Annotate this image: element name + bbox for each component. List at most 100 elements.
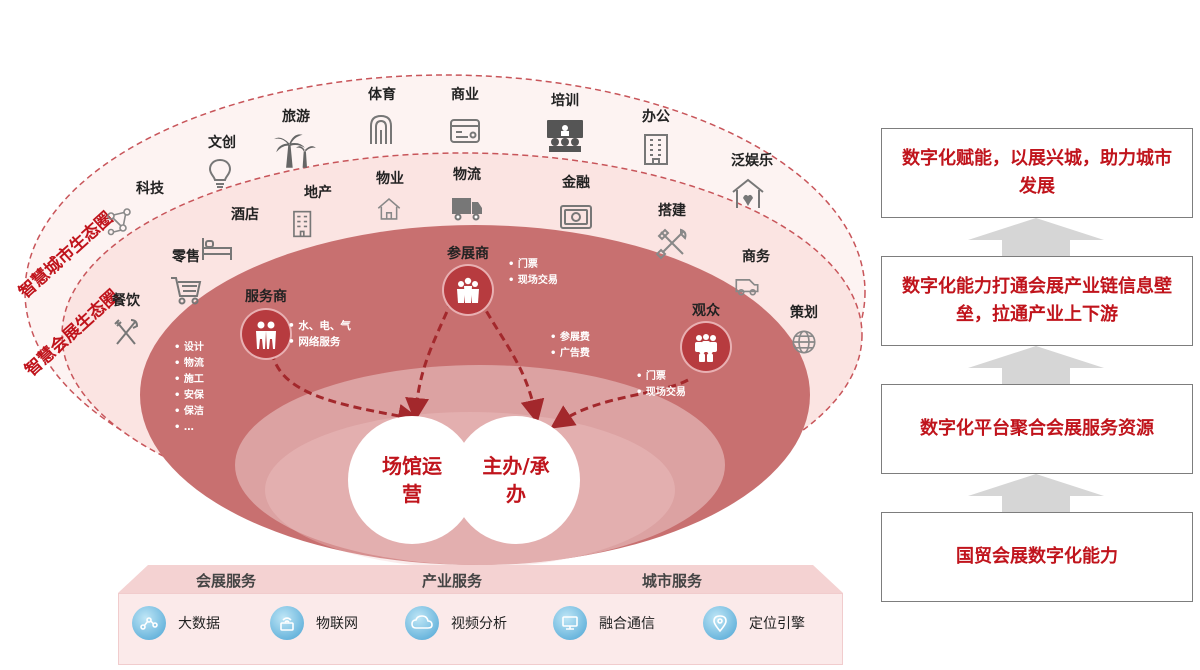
service-provider-item: 保洁	[174, 404, 204, 420]
expo-node-retail: 零售	[141, 248, 231, 306]
service-provider-item: 施工	[174, 372, 204, 388]
tech-label: 大数据	[178, 616, 220, 632]
role-exhibitor-circle	[444, 266, 492, 314]
expo-node-logistics: 物流	[422, 166, 512, 224]
value-box-text: 数字化能力打通会展产业链信息壁垒，拉通产业上下游	[902, 276, 1172, 325]
cart-icon	[171, 277, 202, 305]
molecule-icon	[107, 208, 131, 236]
service-provider-item: 安保	[174, 388, 204, 404]
tech-label: 视频分析	[451, 616, 507, 632]
expo-node-label: 零售	[172, 249, 200, 265]
core-organizer: 主办/承办	[452, 416, 580, 544]
fee-list: 参展费 广告费	[550, 330, 590, 362]
value-box-text: 数字化平台聚合会展服务资源	[920, 418, 1154, 439]
core-venue-label: 场馆运营	[382, 454, 442, 506]
expo-node-property: 物业	[345, 170, 435, 222]
city-node-entertainment: 泛娱乐	[707, 152, 797, 210]
role-service-provider: 服务商	[221, 286, 311, 358]
city-node-label: 科技	[136, 181, 164, 197]
service-item: 水、电、气	[288, 318, 351, 334]
city-node-label: 体育	[368, 87, 396, 103]
expo-node-label: 金融	[562, 175, 590, 191]
tech-iot: 物联网	[270, 605, 358, 641]
expo-node-label: 物流	[453, 167, 481, 183]
expo-node-finance: 金融	[531, 174, 621, 234]
city-node-label: 商业	[451, 87, 479, 103]
monitor-icon	[553, 606, 587, 640]
city-node-culture: 文创	[177, 134, 267, 190]
exhibitor-item: 门票	[508, 257, 558, 273]
expo-node-hotel: 酒店	[200, 206, 290, 264]
city-node-label: 泛娱乐	[731, 153, 773, 169]
expo-node-business: 商务	[711, 248, 801, 298]
expo-node-construction: 搭建	[627, 202, 717, 260]
role-label: 参展商	[447, 246, 489, 262]
expo-node-label: 物业	[376, 171, 404, 187]
value-box-text: 数字化赋能，以展兴城，助力城市发展	[902, 148, 1172, 197]
expo-node-label: 餐饮	[112, 293, 140, 309]
city-node-label: 培训	[551, 93, 579, 109]
tech-label: 物联网	[316, 616, 358, 632]
expo-node-label: 酒店	[231, 207, 259, 223]
building-icon	[293, 210, 312, 238]
ecosystem-rings	[24, 74, 866, 568]
fee-item: 参展费	[550, 330, 590, 346]
expo-node-catering: 餐饮	[81, 292, 171, 350]
bigdata-icon	[132, 606, 166, 640]
cutlery-icon	[114, 319, 139, 345]
tech-label: 融合通信	[599, 616, 655, 632]
value-box-industry-chain: 数字化能力打通会展产业链信息壁垒，拉通产业上下游	[881, 256, 1193, 346]
flow-exhibitor-to-venue	[405, 299, 454, 422]
up-arrow-2	[968, 346, 1104, 384]
lightbulb-icon	[208, 158, 232, 188]
city-node-travel: 旅游	[251, 108, 341, 168]
expo-node-planning: 策划	[759, 304, 849, 356]
expo-node-label: 商务	[742, 249, 770, 265]
crowd-icon	[695, 334, 717, 362]
office-building-icon	[644, 134, 668, 165]
fee-item: 广告费	[550, 346, 590, 362]
service-provider-item: …	[174, 420, 204, 436]
platform-service-city: 城市服务	[642, 572, 703, 590]
tech-video-analysis: 视频分析	[405, 605, 507, 641]
tech-fusion-comm: 融合通信	[553, 605, 655, 641]
city-node-sports: 体育	[337, 86, 427, 146]
people-icon	[256, 321, 276, 349]
value-box-platform: 数字化平台聚合会展服务资源	[881, 384, 1193, 474]
platform-top	[118, 565, 843, 593]
tools-icon	[655, 228, 687, 260]
cloud-icon	[405, 606, 439, 640]
location-icon	[703, 606, 737, 640]
flow-exhibitor-to-organizer	[478, 299, 545, 424]
audience-item: 门票	[636, 369, 686, 385]
role-label: 服务商	[245, 289, 287, 305]
value-box-city-empowerment: 数字化赋能，以展兴城，助力城市发展	[881, 128, 1193, 218]
track-icon	[370, 114, 392, 144]
city-node-label: 文创	[208, 135, 236, 151]
group-icon	[457, 277, 479, 303]
exhibitor-item: 现场交易	[508, 273, 558, 289]
expo-node-realestate: 地产	[273, 184, 363, 240]
role-service-circle	[242, 310, 290, 358]
city-node-training: 培训	[520, 92, 610, 152]
expo-node-label: 地产	[304, 185, 332, 201]
iot-icon	[270, 606, 304, 640]
tech-positioning: 定位引擎	[703, 605, 805, 641]
service-provider-item: 设计	[174, 340, 204, 356]
city-node-tech: 科技	[105, 180, 195, 238]
expo-node-label: 策划	[790, 305, 818, 321]
service-item: 网络服务	[288, 334, 351, 350]
city-node-label: 旅游	[282, 109, 310, 125]
service-provider-item: 物流	[174, 356, 204, 372]
service-list: 水、电、气 网络服务	[288, 318, 351, 350]
classroom-icon	[547, 120, 583, 152]
tech-bigdata: 大数据	[132, 605, 220, 641]
role-audience-circle	[682, 323, 730, 371]
city-node-office: 办公	[611, 108, 701, 166]
role-exhibitor: 参展商	[423, 243, 513, 314]
house-icon	[377, 198, 401, 220]
city-node-label: 办公	[642, 109, 670, 125]
up-arrow-1	[968, 218, 1104, 256]
truck-icon	[452, 198, 482, 221]
